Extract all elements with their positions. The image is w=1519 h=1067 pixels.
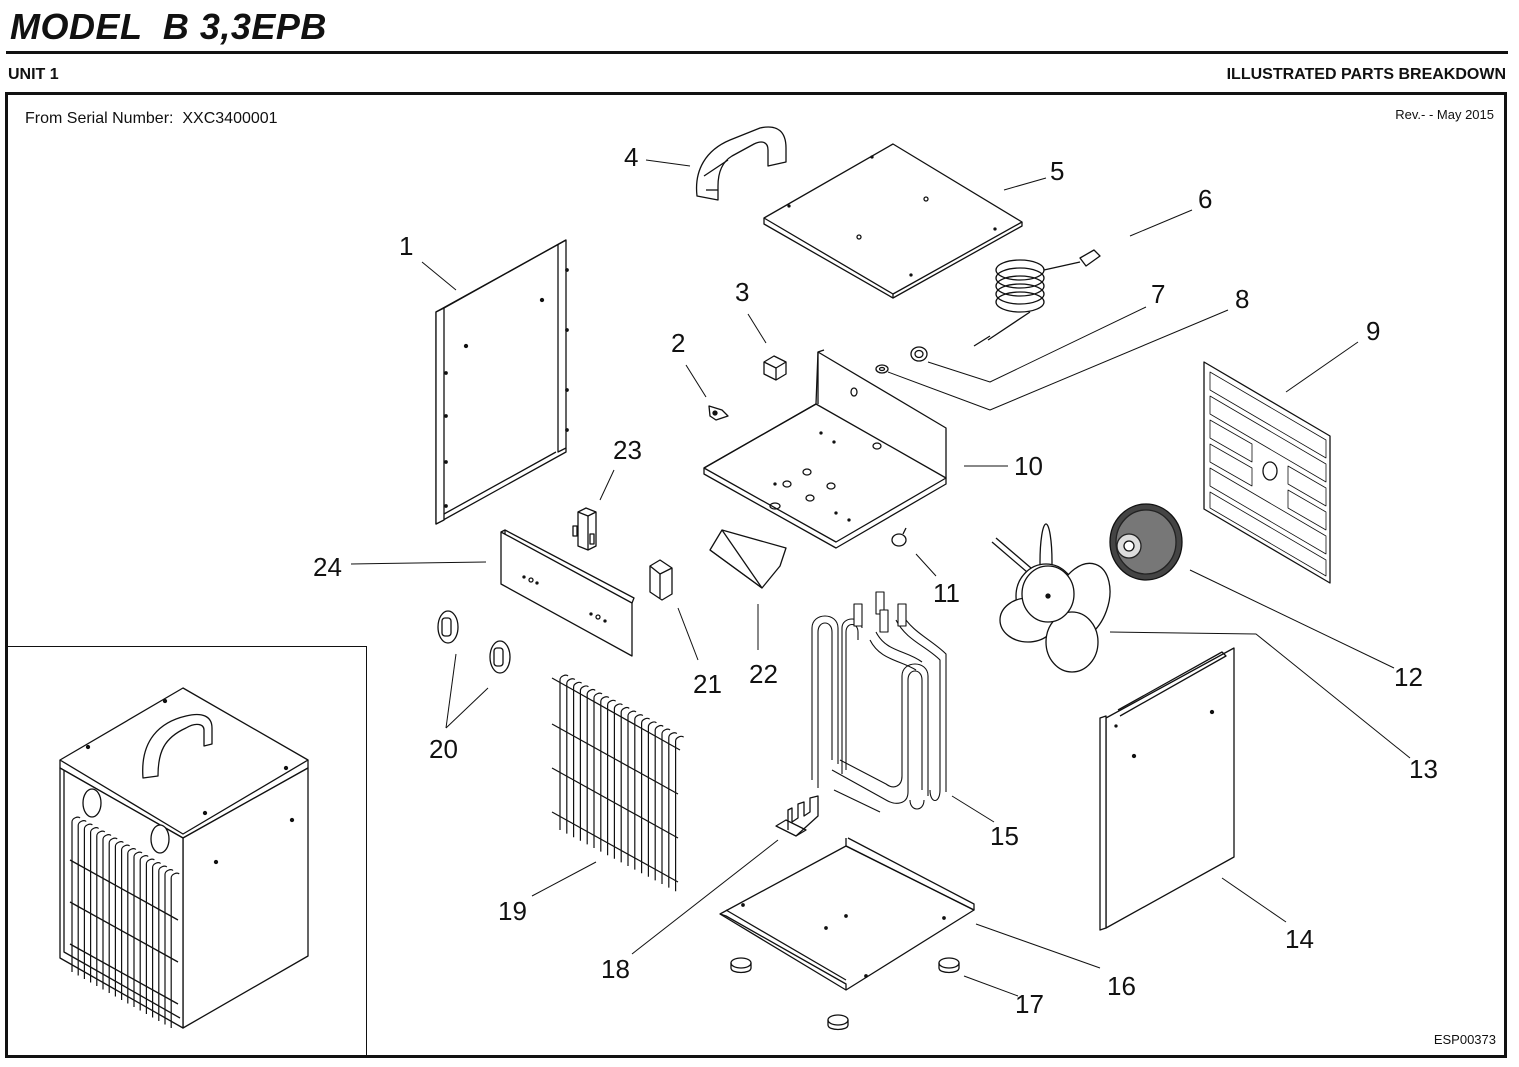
grille-bar (71, 816, 81, 972)
callout-15: 15 (990, 821, 1019, 851)
part-air-deflector[interactable] (709, 529, 787, 589)
grille-bar (127, 848, 137, 1004)
unit-label: UNIT 1 (8, 66, 59, 83)
callout-3: 3 (735, 277, 749, 307)
part-cable-gland[interactable] (910, 346, 928, 362)
part-inner-chassis[interactable] (703, 349, 947, 549)
callout-4: 4 (624, 142, 638, 172)
callout-6: 6 (1198, 184, 1212, 214)
grille-bar (634, 714, 644, 870)
callout-10: 10 (1014, 451, 1043, 481)
part-terminal-block[interactable] (763, 355, 787, 381)
grille-bar (566, 678, 576, 834)
grille-bar (600, 696, 610, 852)
drawing-frame (5, 92, 1507, 1058)
grille-bar (573, 681, 583, 838)
callout-17: 17 (1015, 989, 1044, 1019)
grille-bar (627, 710, 637, 866)
callout-19: 19 (498, 896, 527, 926)
part-carry-handle[interactable] (695, 126, 787, 201)
grille-bar (108, 837, 118, 993)
grille-bar (654, 725, 664, 881)
callout-7: 7 (1151, 279, 1165, 309)
callout-13: 13 (1409, 754, 1438, 784)
part-base-plate[interactable] (719, 837, 975, 991)
assembled-view-inset (5, 646, 367, 1058)
grille-bar (121, 844, 131, 1000)
grille-bar (114, 841, 124, 997)
grille-bar (647, 721, 657, 877)
grille-bar (661, 728, 671, 884)
grille-bar (139, 855, 149, 1011)
header-rule (6, 51, 1508, 54)
model-title: MODEL B 3,3EPB (10, 6, 327, 47)
grille-bar (613, 703, 623, 859)
callout-24: 24 (313, 552, 342, 582)
part-selector-switch[interactable] (649, 559, 673, 601)
callout-5: 5 (1050, 156, 1064, 186)
revision-label: Rev.- - May 2015 (1395, 107, 1494, 122)
part-top-cover[interactable] (763, 143, 1023, 299)
callout-9: 9 (1366, 316, 1380, 346)
callout-23: 23 (613, 435, 642, 465)
grille-bar (102, 834, 112, 990)
callout-11: 11 (933, 578, 960, 608)
part-control-panel[interactable] (500, 529, 635, 657)
callout-21: 21 (693, 669, 722, 699)
grille-bar (586, 689, 596, 845)
callout-14: 14 (1285, 924, 1314, 954)
assembled-heater-illustration (59, 687, 309, 1029)
serial-number: From Serial Number: XXC3400001 (25, 110, 278, 127)
part-front-grille[interactable] (551, 674, 685, 892)
document-id: ESP00373 (1433, 1032, 1496, 1047)
grille-bar (668, 732, 678, 888)
part-side-panel-left[interactable] (435, 239, 569, 525)
grille-bar (158, 865, 168, 1021)
leader-lines (350, 159, 1411, 997)
part-thermostat[interactable] (572, 507, 597, 551)
callout-8: 8 (1235, 284, 1249, 314)
callout-numbers: 1 2 3 4 5 6 7 8 9 10 11 12 13 14 15 16 1… (313, 142, 1438, 1019)
grille-bar (559, 674, 569, 830)
part-rubber-foot[interactable] (730, 957, 960, 1031)
grille-bar (641, 717, 651, 874)
grille-bar (83, 823, 93, 979)
grille-bar (593, 692, 603, 848)
part-control-knob[interactable] (437, 610, 511, 674)
grille-bar (77, 820, 87, 976)
grille-bar (133, 851, 143, 1007)
callout-16: 16 (1107, 971, 1136, 1001)
part-rear-grille[interactable] (1203, 361, 1331, 584)
grille-bar (607, 699, 617, 856)
part-thermostat-clip[interactable] (708, 405, 729, 421)
callout-12: 12 (1394, 662, 1423, 692)
grille-bar (170, 872, 180, 1028)
grille-bar (152, 862, 162, 1018)
grille-bar (90, 827, 100, 983)
section-title: ILLUSTRATED PARTS BREAKDOWN (1226, 66, 1506, 83)
part-fan-motor[interactable] (1109, 503, 1183, 581)
grille-bar (620, 707, 630, 863)
part-side-panel-right[interactable] (1099, 647, 1235, 931)
callout-22: 22 (749, 659, 778, 689)
grille-bar (96, 830, 106, 986)
part-heating-element[interactable] (811, 591, 947, 813)
grille-bar (164, 869, 174, 1025)
part-power-cord[interactable] (973, 249, 1101, 347)
part-safety-thermostat[interactable] (891, 527, 907, 547)
grille-bar (579, 685, 589, 841)
callout-1: 1 (399, 231, 413, 261)
part-grommet[interactable] (875, 364, 889, 374)
grille-bar (145, 858, 155, 1014)
callout-2: 2 (671, 328, 685, 358)
part-fan-blade[interactable] (991, 523, 1120, 673)
callout-20: 20 (429, 734, 458, 764)
grille-bar (675, 735, 685, 892)
callout-18: 18 (601, 954, 630, 984)
part-element-bracket[interactable] (775, 795, 819, 837)
